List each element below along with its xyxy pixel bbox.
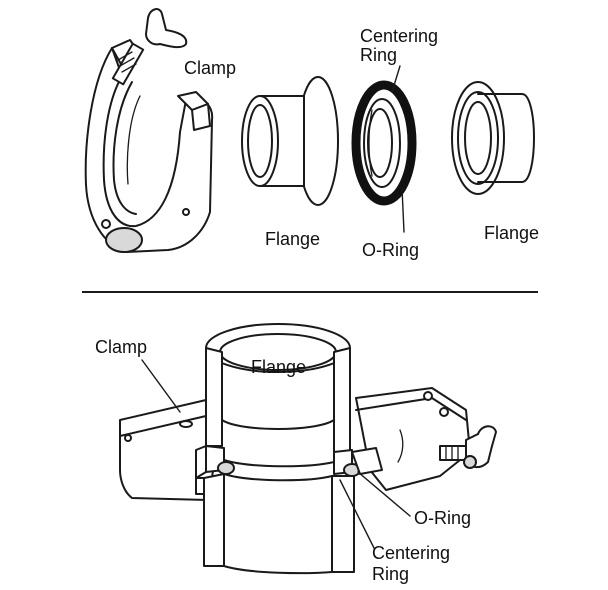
label-centering-ring-bottom-line1: Centering [372,543,451,563]
label-flange-left-top: Flange [265,229,321,249]
clamp-exploded [84,8,214,253]
leader-o-ring-bottom [357,471,411,517]
label-centering-ring-bottom-line2: Ring [372,564,410,584]
label-clamp-bottom: Clamp [95,337,148,357]
flange-lower-cutaway [195,473,355,575]
centering-ring-with-o-ring [351,80,417,206]
flange-left [241,76,339,206]
leader-o-ring [401,187,405,233]
leader-centering-ring-bottom [339,479,375,549]
leader-clamp [141,359,181,413]
label-flange-bottom: Flange [251,357,307,377]
clamp-assembled [119,387,497,501]
flange-upper-cutaway [205,323,351,453]
label-centering-ring-top-line2: Ring [360,45,398,65]
label-o-ring-top: O-Ring [362,240,420,260]
leader-centering-ring [391,65,401,93]
label-flange-right-top: Flange [484,223,540,243]
label-clamp-top: Clamp [184,58,237,78]
centering-ring-cross-section [195,445,383,479]
label-o-ring-bottom: O-Ring [414,508,472,528]
label-centering-ring-top-line1: Centering [360,26,439,46]
flange-right [451,81,535,195]
